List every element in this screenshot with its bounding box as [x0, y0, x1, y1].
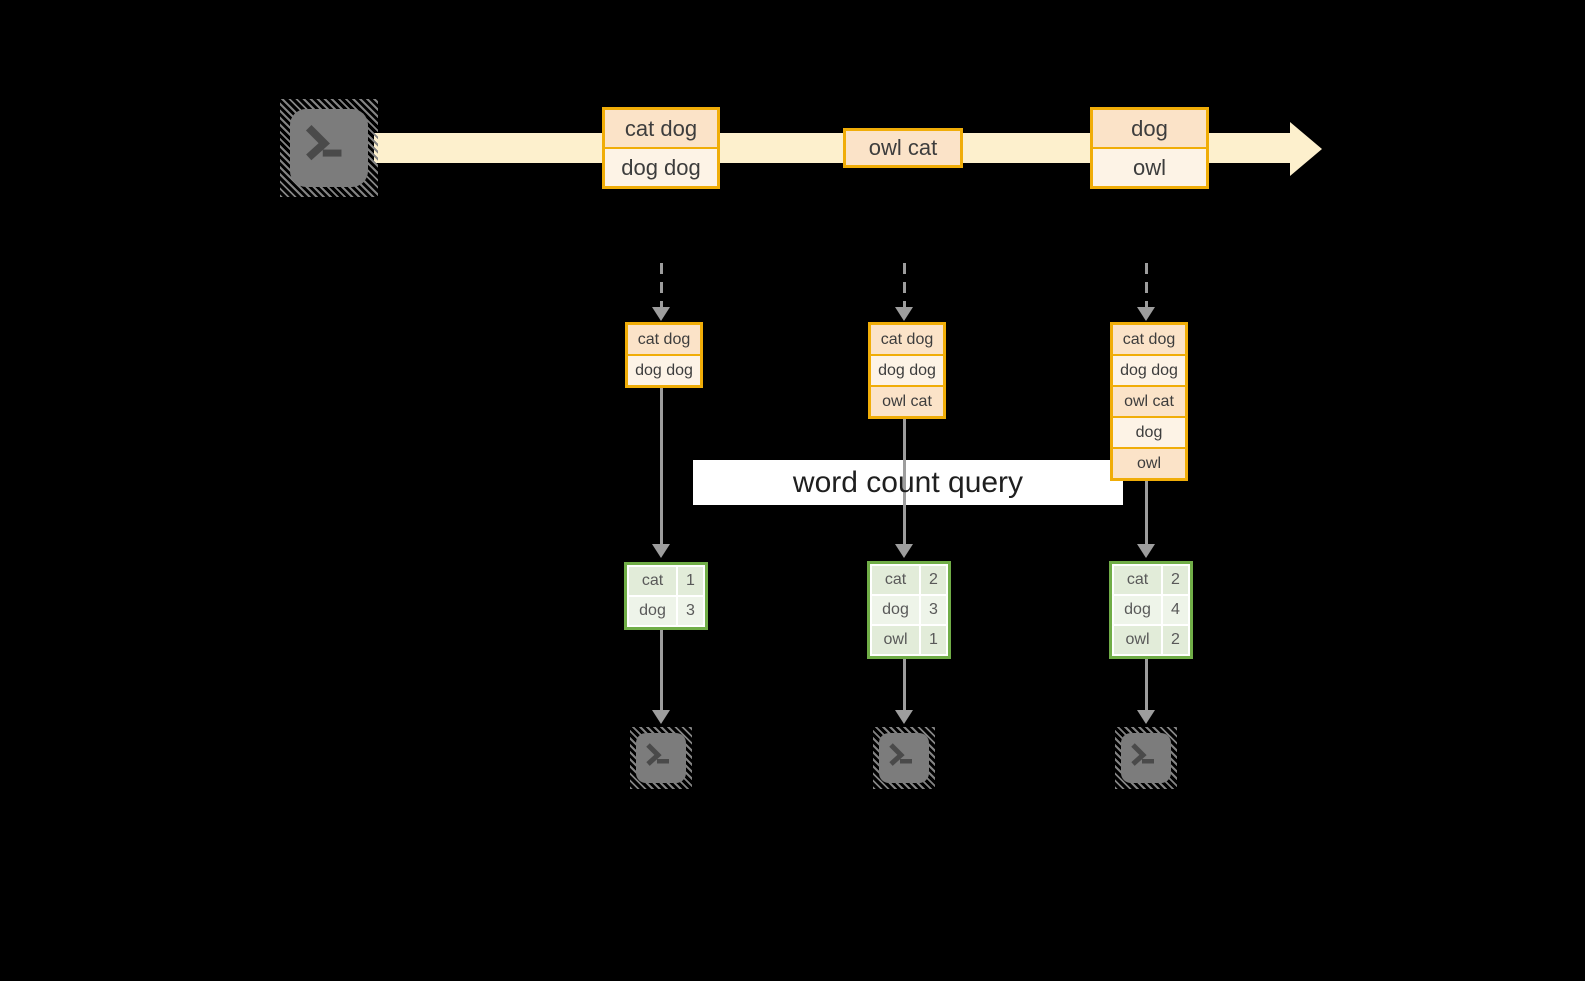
arrow-line	[660, 388, 663, 544]
dashed-arrow-line	[903, 263, 906, 308]
stream-batch-box: cat dog dog dog	[602, 107, 720, 189]
record-cell: dog dog	[871, 356, 943, 385]
arrowhead-icon	[895, 544, 913, 558]
count-value-cell: 2	[1163, 566, 1188, 594]
state-box: cat dog dog dog owl cat	[868, 322, 946, 419]
record-cell: dog dog	[628, 356, 700, 385]
count-value-cell: 2	[921, 566, 946, 594]
count-word-cell: dog	[872, 596, 919, 624]
stream-batch-box: owl cat	[843, 128, 963, 168]
state-box: cat dog dog dog	[625, 322, 703, 388]
arrow-line	[1145, 659, 1148, 710]
count-word-cell: cat	[1114, 566, 1161, 594]
terminal-screen	[879, 733, 929, 783]
query-label: word count query	[792, 466, 1024, 499]
count-word-cell: owl	[1114, 626, 1161, 654]
count-value-cell: 3	[921, 596, 946, 624]
record-cell: owl	[1113, 449, 1185, 478]
terminal-prompt-icon	[1131, 743, 1154, 766]
dashed-arrow-line	[660, 263, 663, 308]
record-cell: owl cat	[1113, 387, 1185, 416]
count-table: cat 1 dog 3	[624, 562, 708, 630]
state-box: cat dog dog dog owl cat dog owl	[1110, 322, 1188, 481]
sink-terminal-icon	[630, 727, 692, 789]
record-cell: dog dog	[1113, 356, 1185, 385]
record-cell: dog	[1113, 418, 1185, 447]
record-cell: owl cat	[871, 387, 943, 416]
record-cell: owl	[1093, 149, 1206, 186]
arrow-line	[660, 630, 663, 710]
sink-terminal-icon	[873, 727, 935, 789]
count-word-cell: dog	[629, 597, 676, 625]
count-table: cat 2 dog 3 owl 1	[867, 561, 951, 659]
terminal-prompt-icon	[889, 743, 912, 766]
arrow-line	[903, 659, 906, 710]
stream-arrowhead-icon	[1290, 122, 1322, 176]
terminal-prompt-icon	[646, 743, 669, 766]
count-word-cell: cat	[629, 567, 676, 595]
sink-terminal-icon	[1115, 727, 1177, 789]
record-cell: owl cat	[846, 131, 960, 165]
terminal-screen	[636, 733, 686, 783]
count-word-cell: owl	[872, 626, 919, 654]
arrowhead-icon	[1137, 710, 1155, 724]
arrowhead-icon	[1137, 544, 1155, 558]
arrowhead-icon	[652, 710, 670, 724]
arrow-line	[1145, 481, 1148, 544]
record-cell: cat dog	[871, 325, 943, 354]
terminal-screen	[1121, 733, 1171, 783]
count-value-cell: 4	[1163, 596, 1188, 624]
record-cell: dog	[1093, 110, 1206, 147]
count-value-cell: 2	[1163, 626, 1188, 654]
dashed-arrow-line	[1145, 263, 1148, 308]
arrowhead-icon	[652, 544, 670, 558]
count-word-cell: cat	[872, 566, 919, 594]
arrow-line	[903, 419, 906, 544]
terminal-prompt-icon	[305, 124, 342, 161]
arrowhead-icon	[1137, 307, 1155, 321]
arrowhead-icon	[895, 307, 913, 321]
record-cell: cat dog	[1113, 325, 1185, 354]
count-table: cat 2 dog 4 owl 2	[1109, 561, 1193, 659]
terminal-screen	[290, 109, 368, 187]
record-cell: cat dog	[605, 110, 717, 147]
record-cell: dog dog	[605, 149, 717, 186]
arrowhead-icon	[652, 307, 670, 321]
count-value-cell: 1	[678, 567, 703, 595]
count-value-cell: 3	[678, 597, 703, 625]
stream-batch-box: dog owl	[1090, 107, 1209, 189]
source-terminal-icon	[280, 99, 378, 197]
count-value-cell: 1	[921, 626, 946, 654]
query-label-band	[693, 460, 1123, 505]
record-cell: cat dog	[628, 325, 700, 354]
arrowhead-icon	[895, 710, 913, 724]
count-word-cell: dog	[1114, 596, 1161, 624]
